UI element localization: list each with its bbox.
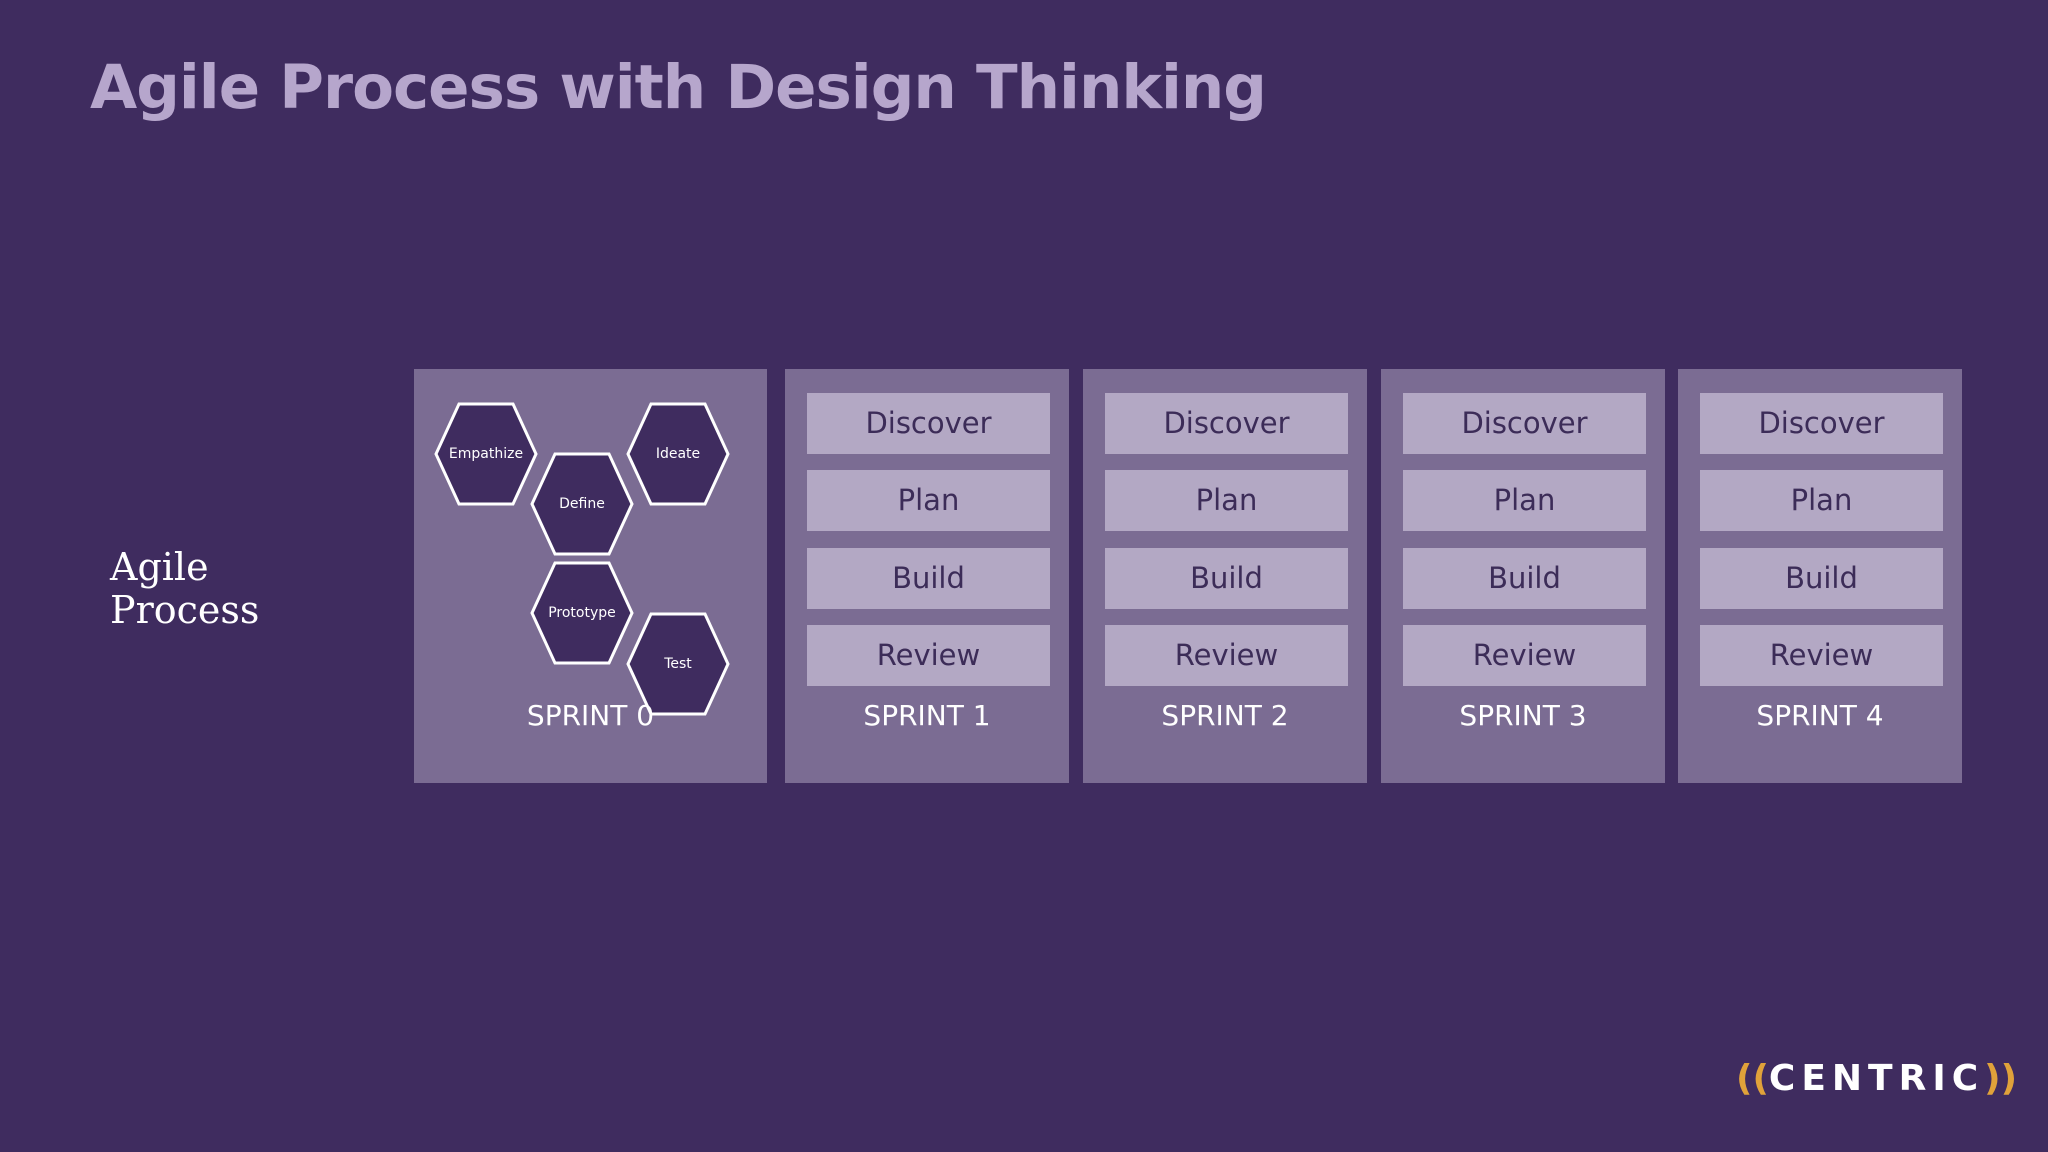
centric-logo: ((CENTRIC)) bbox=[1736, 1058, 2017, 1099]
phase-build: Build bbox=[1403, 548, 1646, 609]
hexagon-define bbox=[530, 452, 634, 556]
phase-plan: Plan bbox=[1700, 470, 1943, 531]
phase-build: Build bbox=[1700, 548, 1943, 609]
agile-process-label: Agile Process bbox=[110, 546, 259, 632]
phase-review: Review bbox=[1105, 625, 1348, 686]
phase-build: Build bbox=[807, 548, 1050, 609]
hexagon-ideate bbox=[626, 402, 730, 506]
phase-discover: Discover bbox=[1403, 393, 1646, 454]
sprint-2-label: SPRINT 2 bbox=[1161, 699, 1289, 732]
sprint-3-panel: Discover Plan Build Review SPRINT 3 bbox=[1381, 369, 1665, 783]
design-thinking-hexagons bbox=[434, 402, 730, 716]
phase-review: Review bbox=[1700, 625, 1943, 686]
hexagon-prototype bbox=[530, 561, 634, 665]
sprint-1-panel: Discover Plan Build Review SPRINT 1 bbox=[785, 369, 1069, 783]
phase-plan: Plan bbox=[1403, 470, 1646, 531]
hexagon-label-empathize: Empathize bbox=[448, 446, 524, 462]
phase-plan: Plan bbox=[807, 470, 1050, 531]
hexagon-label-ideate: Ideate bbox=[655, 446, 701, 462]
slide-title: Agile Process with Design Thinking bbox=[90, 52, 1267, 123]
hexagon-label-test: Test bbox=[664, 656, 692, 672]
phase-discover: Discover bbox=[807, 393, 1050, 454]
phase-discover: Discover bbox=[1700, 393, 1943, 454]
logo-right-parens: )) bbox=[1984, 1058, 2018, 1099]
sprint-3-label: SPRINT 3 bbox=[1459, 699, 1587, 732]
phase-plan: Plan bbox=[1105, 470, 1348, 531]
sprint-2-panel: Discover Plan Build Review SPRINT 2 bbox=[1083, 369, 1367, 783]
phase-build: Build bbox=[1105, 548, 1348, 609]
phase-discover: Discover bbox=[1105, 393, 1348, 454]
logo-wordmark: CENTRIC bbox=[1768, 1058, 1985, 1099]
sprint-4-panel: Discover Plan Build Review SPRINT 4 bbox=[1678, 369, 1962, 783]
sprint-1-label: SPRINT 1 bbox=[863, 699, 991, 732]
agile-process-label-line1: Agile bbox=[110, 545, 209, 589]
hexagon-label-define: Define bbox=[559, 496, 605, 512]
hexagon-empathize bbox=[434, 402, 538, 506]
hexagon-label-prototype: Prototype bbox=[548, 605, 616, 621]
hexagon-test bbox=[626, 612, 730, 716]
phase-review: Review bbox=[1403, 625, 1646, 686]
agile-process-label-line2: Process bbox=[110, 588, 260, 632]
logo-left-parens: (( bbox=[1736, 1058, 1769, 1099]
sprint-0-label: SPRINT 0 bbox=[526, 699, 655, 732]
sprint-0-panel: Empathize Define Ideate Prototype SPRINT… bbox=[414, 369, 767, 783]
sprint-4-label: SPRINT 4 bbox=[1756, 699, 1884, 732]
phase-review: Review bbox=[807, 625, 1050, 686]
